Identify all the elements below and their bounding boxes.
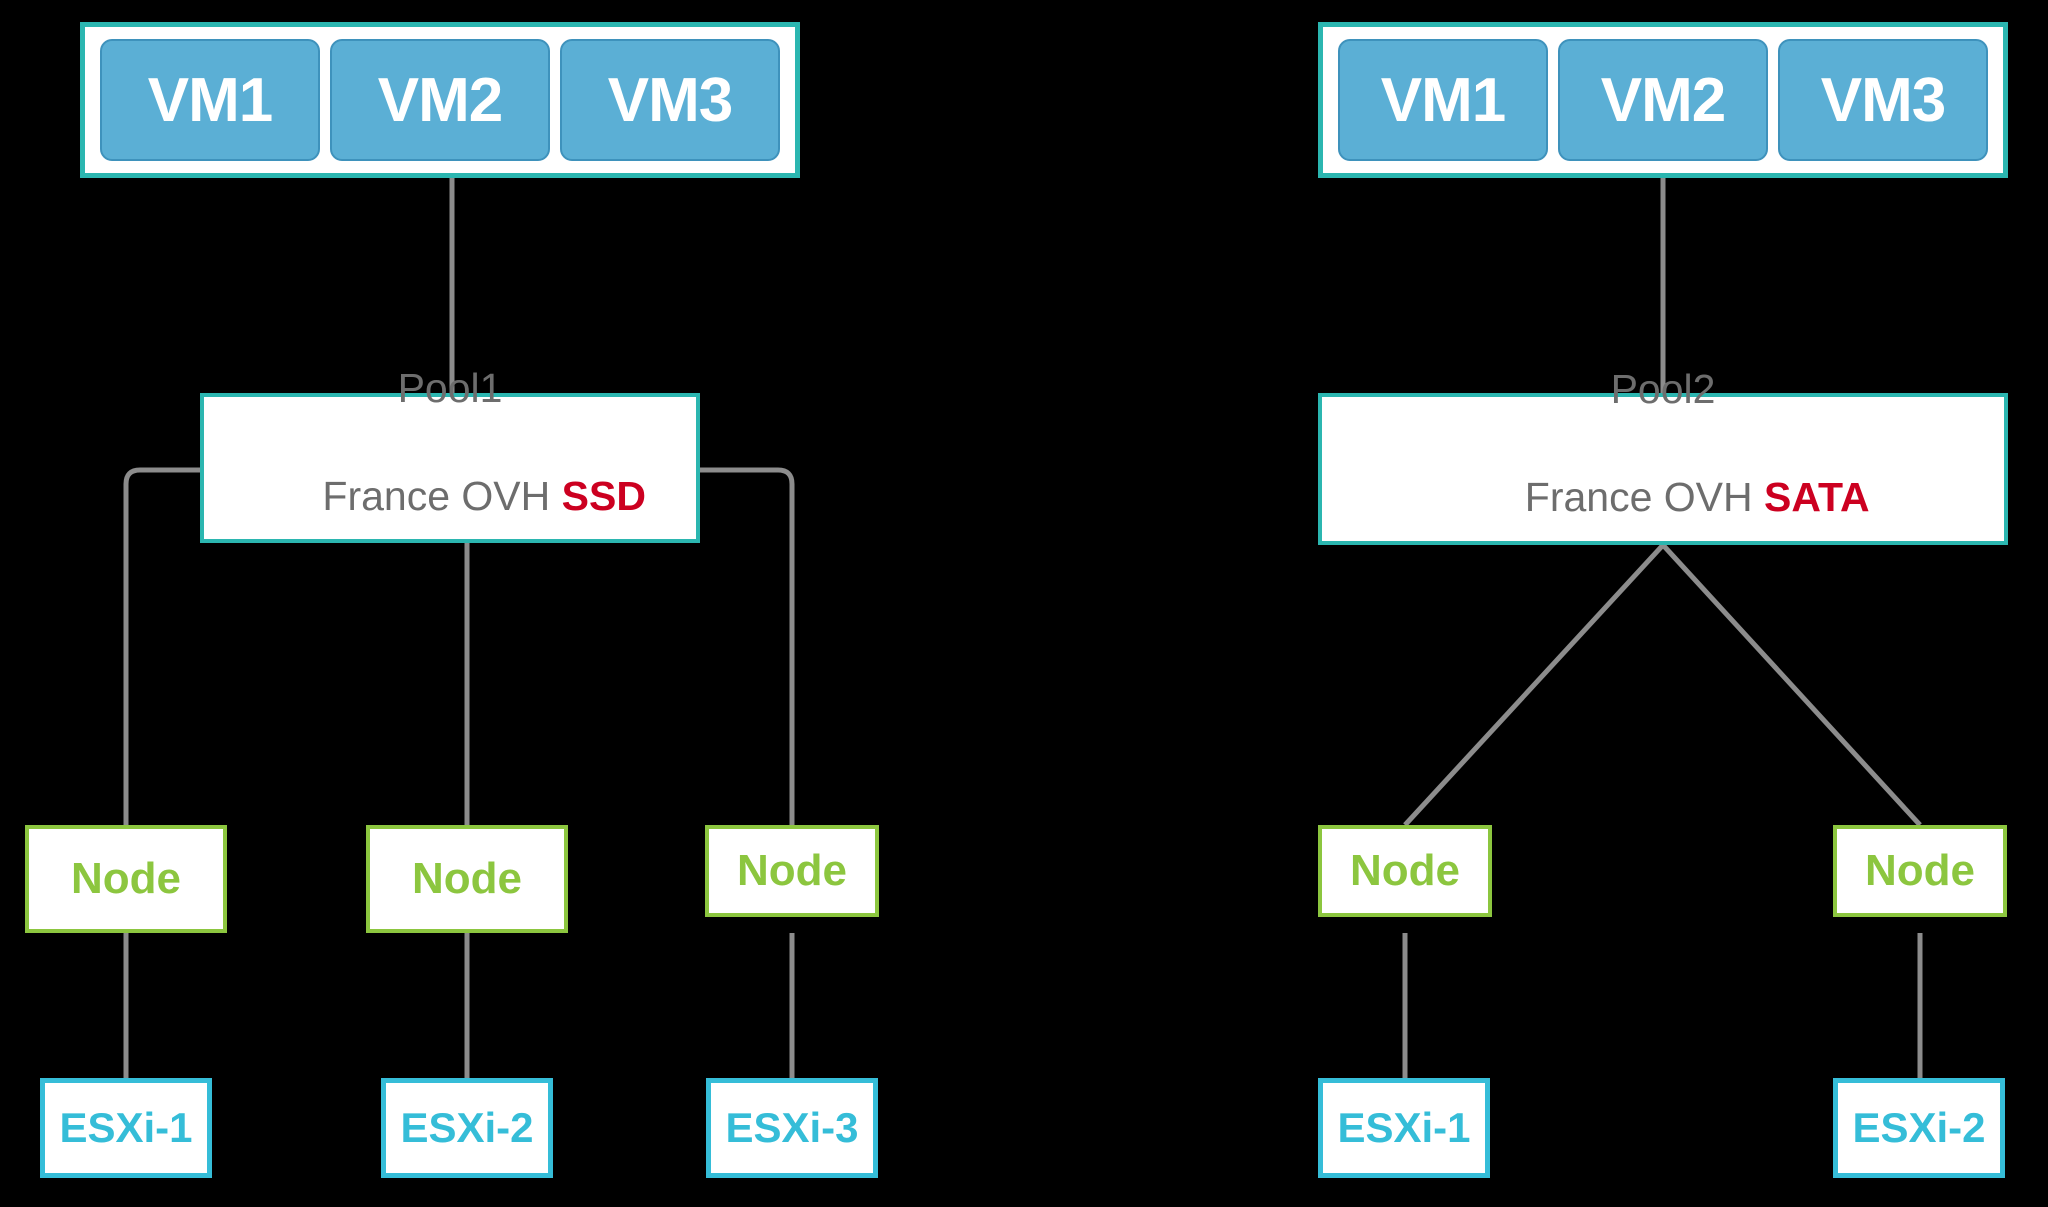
edge-pool2-to-node2 bbox=[1661, 543, 1922, 827]
node-box-left-2[interactable]: Node bbox=[366, 825, 568, 933]
vm-group-left[interactable]: VM1 VM2 VM3 bbox=[80, 22, 800, 178]
esxi-box-right-esxi-2[interactable]: ESXi-2 bbox=[1833, 1078, 2005, 1178]
edge-pool2-to-node1 bbox=[1403, 543, 1665, 827]
pool1-name: Pool1 bbox=[397, 364, 503, 411]
pool-box-pool2[interactable]: Pool2 France OVH SATA bbox=[1318, 366, 2008, 545]
node-box-right-1[interactable]: Node bbox=[1318, 825, 1492, 917]
node-box-right-2[interactable]: Node bbox=[1833, 825, 2007, 917]
pool2-media-badge: SATA bbox=[1764, 474, 1870, 520]
pool1-details: France OVH SSD bbox=[254, 420, 646, 574]
node-box-left-3[interactable]: Node bbox=[705, 825, 879, 917]
edge-pool1-to-node1 bbox=[123, 467, 200, 825]
pool2-location: France OVH bbox=[1524, 474, 1765, 520]
vm-box-right-vm3[interactable]: VM3 bbox=[1778, 39, 1988, 161]
esxi-box-esxi-2[interactable]: ESXi-2 bbox=[381, 1078, 553, 1178]
vm-box-right-vm1[interactable]: VM1 bbox=[1338, 39, 1548, 161]
node-box-left-1[interactable]: Node bbox=[25, 825, 227, 933]
vm-box-vm2[interactable]: VM2 bbox=[330, 39, 550, 161]
pool2-name: Pool2 bbox=[1610, 365, 1716, 412]
edge-pool1-to-node3 bbox=[700, 467, 795, 825]
vm-box-vm3[interactable]: VM3 bbox=[560, 39, 780, 161]
pool-box-pool1[interactable]: Pool1 France OVH SSD bbox=[200, 365, 700, 543]
esxi-box-esxi-1[interactable]: ESXi-1 bbox=[40, 1078, 212, 1178]
pool1-location: France OVH bbox=[322, 473, 562, 519]
vm-box-vm1[interactable]: VM1 bbox=[100, 39, 320, 161]
esxi-box-right-esxi-1[interactable]: ESXi-1 bbox=[1318, 1078, 1490, 1178]
vm-box-right-vm2[interactable]: VM2 bbox=[1558, 39, 1768, 161]
pool2-details: France OVH SATA bbox=[1456, 421, 1870, 575]
esxi-box-esxi-3[interactable]: ESXi-3 bbox=[706, 1078, 878, 1178]
vm-group-right[interactable]: VM1 VM2 VM3 bbox=[1318, 22, 2008, 178]
pool1-media-badge: SSD bbox=[561, 473, 646, 519]
